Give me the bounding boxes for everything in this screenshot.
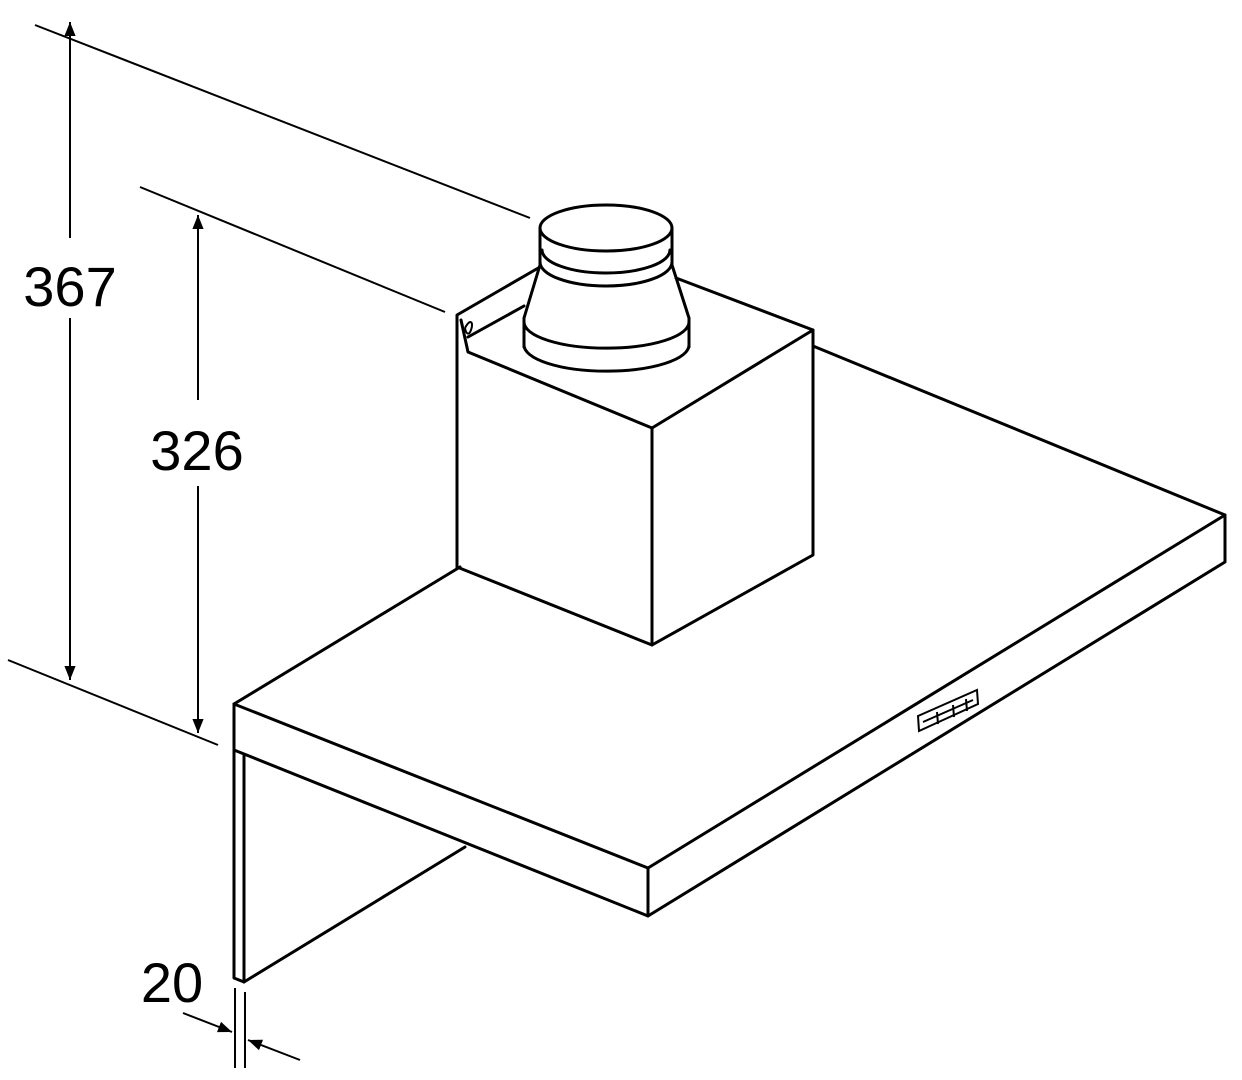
dimension-label-367: 367 (23, 255, 116, 318)
control-panel (916, 688, 980, 733)
dimension-label-326: 326 (150, 419, 243, 482)
dimension-label-20: 20 (141, 951, 203, 1014)
wall-plate (232, 748, 467, 984)
canopy (232, 344, 1227, 918)
chimney-box (455, 265, 815, 647)
dimension-20: 20 (141, 951, 301, 1068)
duct-connector (522, 203, 691, 373)
dimension-326: 326 (139, 186, 446, 733)
dimension-367: 367 (7, 22, 531, 746)
